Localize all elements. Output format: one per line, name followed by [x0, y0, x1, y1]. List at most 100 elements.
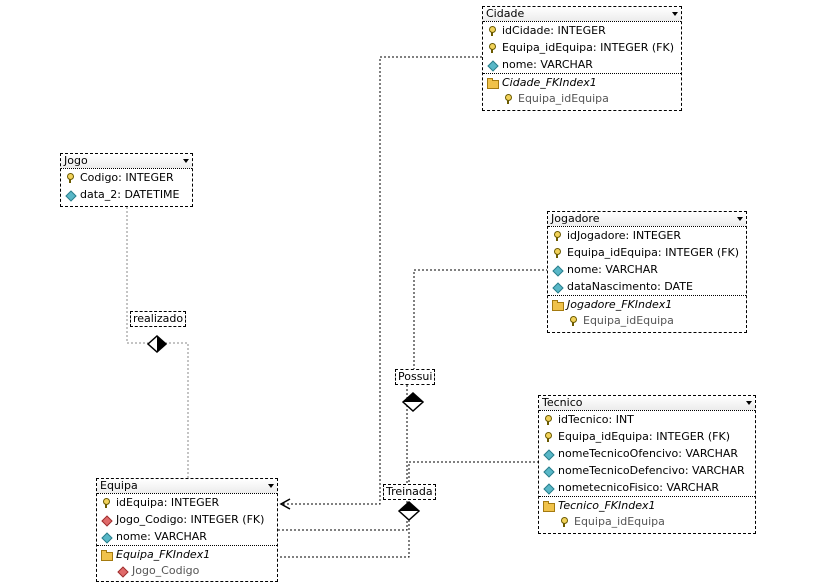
- index-row[interactable]: Equipa_FKIndex1: [97, 545, 277, 563]
- column-row[interactable]: nome: VARCHAR: [483, 56, 681, 73]
- jogo-realizado-connector: [126, 207, 149, 344]
- key-icon: [568, 315, 578, 326]
- column-label: nome: VARCHAR: [116, 530, 207, 543]
- column-row[interactable]: nome: VARCHAR: [97, 528, 277, 545]
- attribute-icon: [543, 449, 553, 459]
- attribute-icon: [101, 532, 111, 542]
- column-label: idEquipa: INTEGER: [116, 496, 220, 509]
- treinada-diamond: [397, 500, 421, 522]
- entity-cidade[interactable]: Cidade idCidade: INTEGER Equipa_idEquipa…: [482, 6, 682, 111]
- entity-jogadore[interactable]: Jogadore idJogadore: INTEGER Equipa_idEq…: [547, 211, 747, 333]
- column-row[interactable]: Equipa_idEquipa: INTEGER (FK): [483, 39, 681, 56]
- entity-title-text: Jogo: [64, 154, 88, 167]
- realizado-equipa-connector: [165, 342, 189, 478]
- chevron-down-icon[interactable]: [183, 159, 189, 163]
- key-icon: [503, 93, 513, 104]
- column-row[interactable]: idEquipa: INTEGER: [97, 494, 277, 511]
- column-label: idJogadore: INTEGER: [567, 229, 681, 242]
- column-label: Equipa_idEquipa: INTEGER (FK): [558, 430, 730, 443]
- foreign-key-icon: [101, 515, 111, 525]
- entity-equipa[interactable]: Equipa idEquipa: INTEGER Jogo_Codigo: IN…: [96, 478, 278, 582]
- column-row[interactable]: Codigo: INTEGER: [61, 169, 192, 186]
- possui-equipa-connector: [278, 385, 408, 531]
- attribute-icon: [552, 265, 562, 275]
- entity-title[interactable]: Jogo: [61, 154, 192, 169]
- treinada-equipa-connector: [278, 520, 410, 558]
- key-icon: [101, 497, 111, 508]
- entity-jogo[interactable]: Jogo Codigo: INTEGER data_2: DATETIME: [60, 153, 193, 207]
- possui-diamond: [401, 391, 425, 413]
- key-icon: [552, 230, 562, 241]
- attribute-icon: [487, 60, 497, 70]
- jogadore-possui-connector: [413, 269, 548, 370]
- key-icon: [487, 25, 497, 36]
- entity-title-text: Cidade: [486, 7, 525, 20]
- column-row[interactable]: nome: VARCHAR: [548, 261, 746, 278]
- chevron-down-icon[interactable]: [737, 217, 743, 221]
- key-icon: [543, 414, 553, 425]
- column-row[interactable]: nomeTecnicoOfencivo: VARCHAR: [539, 445, 755, 462]
- column-label: nome: VARCHAR: [567, 263, 658, 276]
- column-label: idCidade: INTEGER: [502, 24, 606, 37]
- index-column-label: Jogo_Codigo: [132, 564, 200, 577]
- index-column-row[interactable]: Equipa_idEquipa: [539, 514, 755, 529]
- index-row[interactable]: Jogadore_FKIndex1: [548, 295, 746, 313]
- column-row[interactable]: Jogo_Codigo: INTEGER (FK): [97, 511, 277, 528]
- index-label: Jogadore_FKIndex1: [567, 298, 673, 311]
- column-label: nomeTecnicoOfencivo: VARCHAR: [558, 447, 739, 460]
- folder-icon: [487, 77, 499, 89]
- index-column-row[interactable]: Jogo_Codigo: [97, 563, 277, 578]
- cidade-equipa-connector: [282, 56, 482, 505]
- entity-title[interactable]: Cidade: [483, 7, 681, 22]
- column-label: Equipa_idEquipa: INTEGER (FK): [502, 41, 674, 54]
- column-row[interactable]: nometecnicoFisico: VARCHAR: [539, 479, 755, 496]
- index-row[interactable]: Tecnico_FKIndex1: [539, 496, 755, 514]
- entity-title[interactable]: Jogadore: [548, 212, 746, 227]
- relationship-label-possui[interactable]: Possui: [395, 369, 436, 385]
- index-label: Equipa_FKIndex1: [116, 548, 211, 561]
- column-row[interactable]: Equipa_idEquipa: INTEGER (FK): [548, 244, 746, 261]
- relationship-label-realizado[interactable]: realizado: [130, 311, 187, 327]
- key-icon: [552, 247, 562, 258]
- chevron-down-icon[interactable]: [268, 484, 274, 488]
- key-icon: [543, 431, 553, 442]
- index-column-row[interactable]: Equipa_idEquipa: [548, 313, 746, 328]
- column-row[interactable]: data_2: DATETIME: [61, 186, 192, 203]
- column-label: nome: VARCHAR: [502, 58, 593, 71]
- column-label: data_2: DATETIME: [80, 188, 180, 201]
- column-label: Equipa_idEquipa: INTEGER (FK): [567, 246, 739, 259]
- index-column-label: Equipa_idEquipa: [583, 314, 674, 327]
- foreign-key-icon: [117, 566, 127, 576]
- realizado-diamond: [146, 334, 168, 354]
- entity-title-text: Tecnico: [542, 396, 583, 409]
- entity-title[interactable]: Equipa: [97, 479, 277, 494]
- column-row[interactable]: idJogadore: INTEGER: [548, 227, 746, 244]
- key-icon: [65, 172, 75, 183]
- index-column-label: Equipa_idEquipa: [518, 92, 609, 105]
- key-icon: [487, 42, 497, 53]
- entity-title-text: Equipa: [100, 479, 138, 492]
- attribute-icon: [543, 466, 553, 476]
- index-row[interactable]: Cidade_FKIndex1: [483, 73, 681, 91]
- column-row[interactable]: dataNascimento: DATE: [548, 278, 746, 295]
- column-label: nomeTecnicoDefencivo: VARCHAR: [558, 464, 745, 477]
- column-row[interactable]: idTecnico: INT: [539, 411, 755, 428]
- column-row[interactable]: nomeTecnicoDefencivo: VARCHAR: [539, 462, 755, 479]
- attribute-icon: [552, 282, 562, 292]
- chevron-down-icon[interactable]: [672, 12, 678, 16]
- column-row[interactable]: idCidade: INTEGER: [483, 22, 681, 39]
- relationship-label-treinada[interactable]: Treinada: [383, 484, 436, 500]
- column-label: dataNascimento: DATE: [567, 280, 693, 293]
- chevron-down-icon[interactable]: [746, 401, 752, 405]
- column-label: Codigo: INTEGER: [80, 171, 174, 184]
- entity-title[interactable]: Tecnico: [539, 396, 755, 411]
- folder-icon: [543, 500, 555, 512]
- index-label: Tecnico_FKIndex1: [558, 499, 656, 512]
- index-column-label: Equipa_idEquipa: [574, 515, 665, 528]
- index-column-row[interactable]: Equipa_idEquipa: [483, 91, 681, 106]
- entity-tecnico[interactable]: Tecnico idTecnico: INT Equipa_idEquipa: …: [538, 395, 756, 534]
- column-row[interactable]: Equipa_idEquipa: INTEGER (FK): [539, 428, 755, 445]
- column-label: nometecnicoFisico: VARCHAR: [558, 481, 720, 494]
- attribute-icon: [65, 190, 75, 200]
